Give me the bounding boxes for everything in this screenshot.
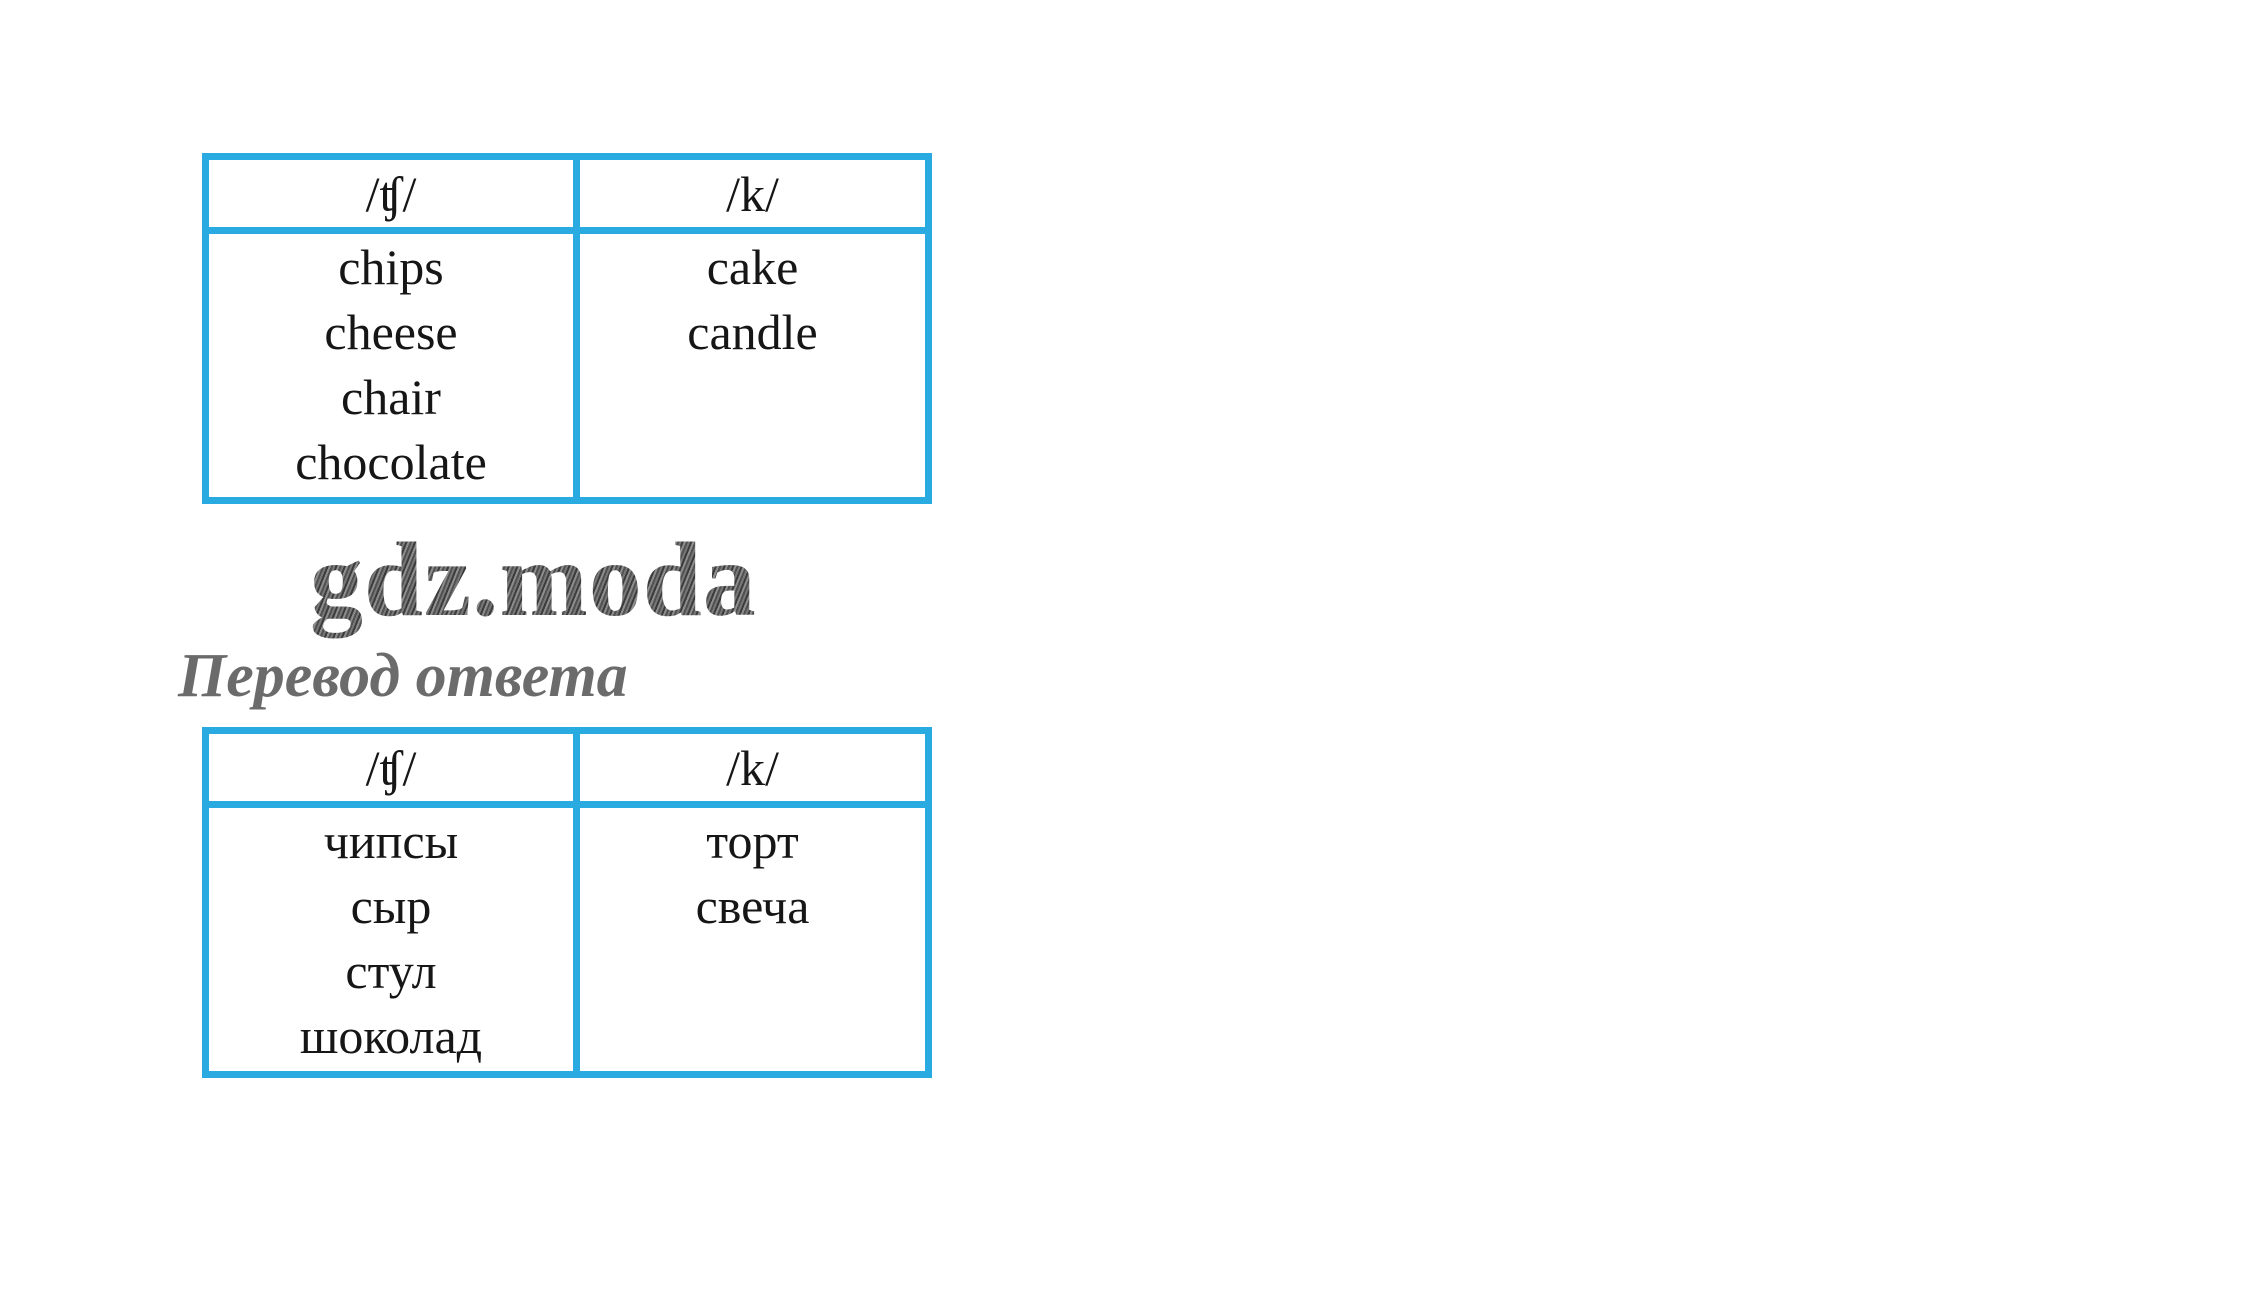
table-cell-word: сыр bbox=[350, 878, 432, 934]
table-cell-word: chair bbox=[341, 369, 441, 425]
answer-table-k-cell: cake candle bbox=[580, 234, 925, 497]
translation-table-header-ch: /ʧ/ bbox=[209, 734, 580, 808]
translation-table: /ʧ/ /k/ чипсы сыр стул шоколад торт свеч… bbox=[202, 727, 932, 1078]
table-cell-word: стул bbox=[345, 943, 437, 999]
table-cell-word: торт bbox=[706, 813, 799, 869]
answer-table-ch-cell: chips cheese chair chocolate bbox=[209, 234, 580, 497]
gdz-moda-watermark: gdz.moda bbox=[310, 521, 757, 638]
table-cell-word: чипсы bbox=[323, 813, 459, 869]
table-cell-word: chips bbox=[338, 239, 444, 295]
table-cell-word: свеча bbox=[695, 878, 810, 934]
translation-table-k-cell: торт свеча bbox=[580, 808, 925, 1071]
table-cell-word: шоколад bbox=[299, 1008, 483, 1064]
translation-label: Перевод ответа bbox=[178, 642, 628, 710]
answer-table: /ʧ/ /k/ chips cheese chair chocolate cak… bbox=[202, 153, 932, 504]
table-cell-word: cake bbox=[706, 239, 799, 295]
translation-table-header-k: /k/ bbox=[580, 734, 925, 808]
table-cell-word: cheese bbox=[324, 304, 458, 360]
answer-table-header-k: /k/ bbox=[580, 160, 925, 234]
translation-table-ch-cell: чипсы сыр стул шоколад bbox=[209, 808, 580, 1071]
answer-table-header-ch: /ʧ/ bbox=[209, 160, 580, 234]
table-cell-word: candle bbox=[687, 304, 818, 360]
table-cell-word: chocolate bbox=[295, 434, 487, 490]
